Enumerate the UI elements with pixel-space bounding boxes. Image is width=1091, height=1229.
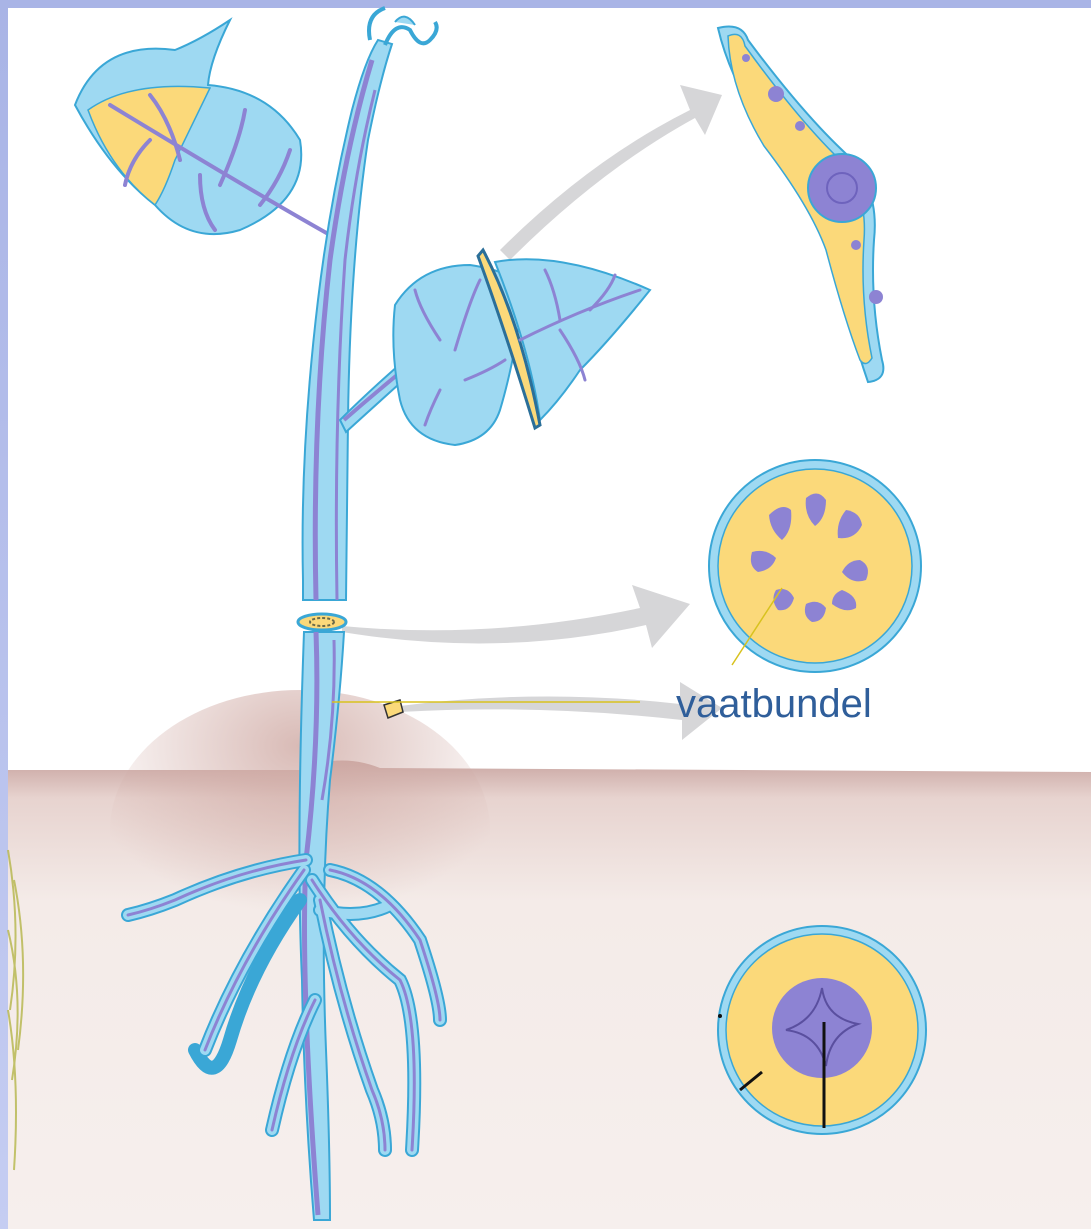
vascular-bundle-label: vaatbundel xyxy=(676,682,872,727)
stem-cut-ring xyxy=(298,614,346,630)
stem-cross-section xyxy=(709,460,921,672)
root-cross-section xyxy=(718,926,926,1134)
